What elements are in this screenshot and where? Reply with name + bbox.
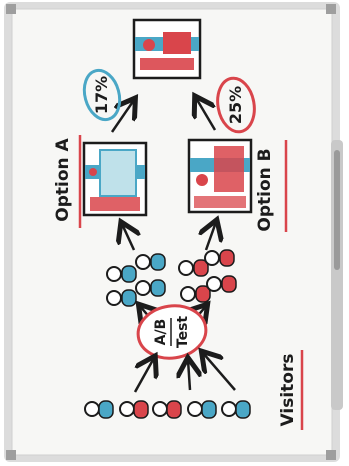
person-icon (187, 400, 217, 419)
person-icon (84, 400, 114, 419)
ab-test-label-line2: Test (175, 316, 191, 349)
percent-a-label: 17% (92, 76, 111, 114)
person-icon (135, 279, 166, 297)
arrow-a-to-winner (110, 100, 134, 133)
ab-test-node: A/B Test (136, 304, 208, 360)
percent-b-label: 25% (226, 86, 245, 124)
option-a-page-icon (82, 141, 148, 217)
group-a-visitors (106, 253, 166, 307)
person-icon (221, 400, 251, 419)
arrow-group-b-to-page (206, 222, 216, 251)
person-icon (180, 285, 211, 303)
person-icon (206, 275, 237, 293)
option-b-label: Option B (255, 148, 275, 231)
option-b-page-icon (187, 138, 253, 214)
person-icon (106, 289, 137, 307)
percent-b-badge: 25% (216, 76, 256, 134)
person-icon (106, 265, 137, 283)
marker-pen (334, 150, 340, 270)
person-icon (152, 400, 182, 419)
person-icon (204, 249, 235, 267)
frame-corner (6, 450, 16, 460)
frame-corner (326, 450, 336, 460)
ab-test-label-line1: A/B (153, 319, 169, 346)
person-icon (178, 259, 209, 277)
visitors-label: Visitors (278, 354, 298, 427)
person-icon (135, 253, 166, 271)
arrow-visitors-2 (188, 360, 190, 391)
arrow-group-a-to-page (122, 224, 134, 251)
person-icon (119, 400, 149, 419)
visitors-row (84, 400, 251, 419)
percent-a-badge: 17% (82, 68, 122, 122)
frame-corner (6, 4, 16, 14)
winner-page-icon (132, 18, 202, 80)
arrow-visitors-1 (133, 358, 154, 393)
arrow-b-to-winner (196, 98, 217, 131)
arrow-visitors-3 (203, 353, 236, 391)
option-a-label: Option A (53, 137, 73, 221)
group-b-visitors (178, 249, 237, 303)
frame-corner (326, 4, 336, 14)
